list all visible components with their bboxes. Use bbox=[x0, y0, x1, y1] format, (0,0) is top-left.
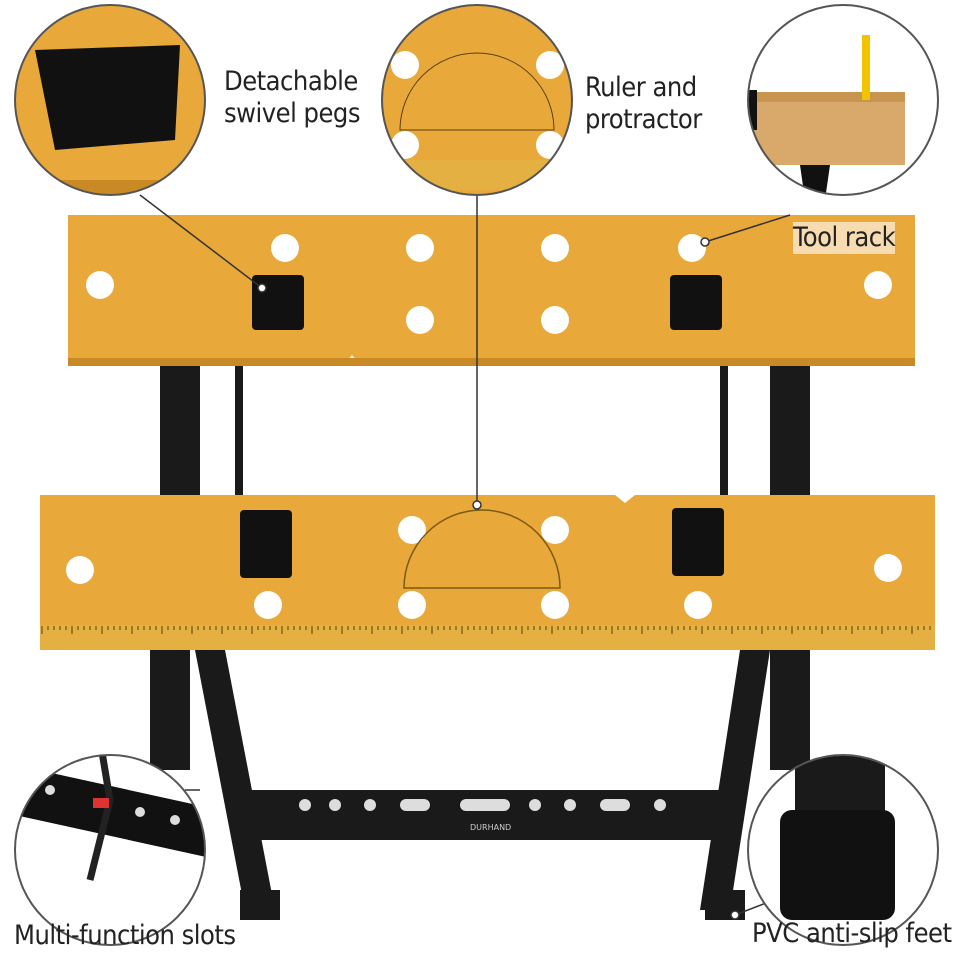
callout-feet bbox=[747, 754, 939, 946]
swivel-peg bbox=[672, 508, 724, 576]
label-tool-rack: Tool rack bbox=[793, 222, 896, 254]
swivel-peg bbox=[670, 275, 722, 330]
foot-left bbox=[240, 890, 280, 920]
crossbar bbox=[245, 790, 725, 840]
label-pvc-feet: PVC anti-slip feet bbox=[752, 918, 952, 949]
label-ruler-protractor: Ruler and protractor bbox=[585, 72, 702, 135]
callout-slots bbox=[14, 754, 206, 946]
label-multi-function-slots: Multi-function slots bbox=[14, 920, 236, 951]
ruler-ticks bbox=[41, 626, 931, 634]
protractor bbox=[403, 509, 561, 589]
swivel-peg bbox=[252, 275, 304, 330]
callout-tool-rack bbox=[747, 4, 939, 196]
pvc-foot bbox=[780, 810, 895, 920]
pliers-icon bbox=[86, 755, 114, 881]
callout-ruler bbox=[381, 4, 573, 196]
swivel-peg bbox=[240, 510, 292, 578]
callout-swivel-pegs bbox=[14, 4, 206, 196]
screwdriver-icon bbox=[862, 35, 870, 100]
frame bbox=[150, 360, 810, 920]
brand-logo: DURHAND bbox=[470, 823, 511, 832]
top-board bbox=[68, 215, 915, 366]
label-swivel-pegs: Detachable swivel pegs bbox=[224, 66, 361, 129]
crossbar-slots bbox=[299, 799, 666, 811]
